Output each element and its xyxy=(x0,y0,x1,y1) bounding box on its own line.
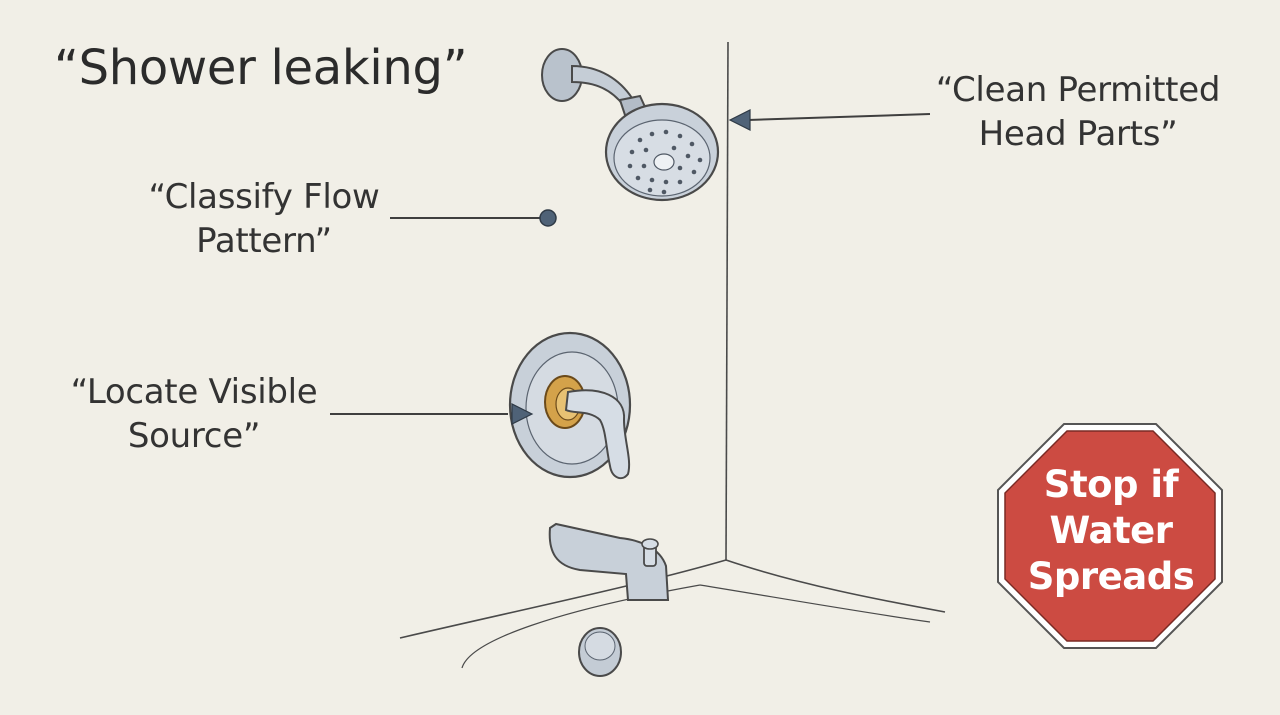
valve-handle-icon xyxy=(508,331,632,480)
label-line: Pattern” xyxy=(196,221,332,261)
label-clean-head-parts: “Clean Permitted Head Parts” xyxy=(932,68,1224,156)
wall-lines xyxy=(399,41,946,669)
label-line: “Clean Permitted xyxy=(935,70,1221,110)
label-classify-flow-pattern: “Classify Flow Pattern” xyxy=(148,175,380,263)
drain-icon xyxy=(578,627,622,677)
page-title: “Shower leaking” xyxy=(54,40,468,96)
label-line: Head Parts” xyxy=(978,114,1178,154)
stop-sign-line: Water xyxy=(1049,509,1174,552)
flow-pointer-dot xyxy=(539,209,557,227)
label-line: “Classify Flow xyxy=(148,177,380,217)
label-line: Source” xyxy=(127,416,261,456)
stop-sign-text: Stop if Water Spreads xyxy=(1000,462,1222,600)
stop-sign-line: Spreads xyxy=(1027,555,1195,598)
shower-head-icon xyxy=(541,48,720,202)
label-locate-visible-source: “Locate Visible Source” xyxy=(68,370,320,458)
head-pointer-arrow xyxy=(728,109,751,131)
tub-spout-icon xyxy=(548,522,670,601)
stop-sign-line: Stop if xyxy=(1043,463,1179,506)
stop-sign-icon xyxy=(997,423,1223,649)
leader-lines xyxy=(330,113,931,415)
label-line: “Locate Visible xyxy=(70,372,318,412)
source-pointer-arrow xyxy=(511,403,534,425)
